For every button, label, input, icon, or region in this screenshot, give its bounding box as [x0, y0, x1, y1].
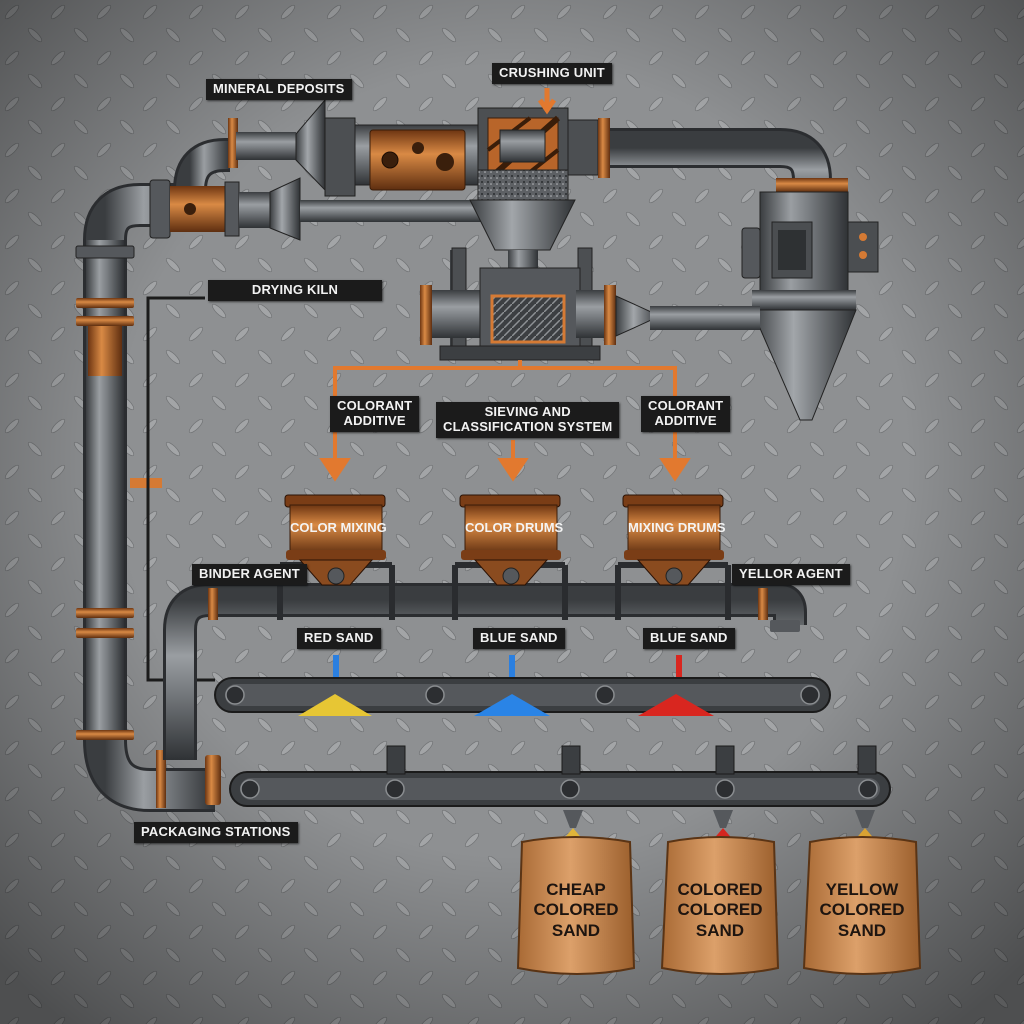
- left-main-pipe: [75, 183, 221, 812]
- label-crushing-unit: CRUSHING UNIT: [492, 63, 612, 84]
- binder-pipe: [163, 583, 807, 760]
- drum-label-3: MIXING DRUMS: [628, 520, 726, 535]
- label-yellow-agent: YELLOR AGENT: [732, 564, 850, 585]
- drying-kiln-body: [149, 177, 485, 241]
- sand-piles: [298, 694, 714, 716]
- sand-streams: [333, 655, 682, 695]
- drum-1: [284, 494, 386, 586]
- label-red-sand: RED SAND: [297, 628, 381, 649]
- sand-bags: [516, 836, 922, 975]
- lower-conveyor: [229, 745, 891, 807]
- sieving-machine: [420, 247, 760, 361]
- drum-label-1: COLOR MIXING: [290, 520, 387, 535]
- label-blue-sand-2: BLUE SAND: [643, 628, 735, 649]
- cyclone-separator: [741, 191, 879, 421]
- drum-2: [459, 494, 561, 586]
- drum-3: [622, 494, 724, 586]
- label-drying-kiln: DRYING KILN: [208, 280, 382, 301]
- crushing-unit: [324, 88, 610, 270]
- top-right-pipe: [610, 128, 848, 210]
- mixing-drums: [284, 494, 724, 586]
- drum-label-2: COLOR DRUMS: [465, 520, 564, 535]
- label-binder-agent: BINDER AGENT: [192, 564, 307, 585]
- label-packaging-stations: PACKAGING STATIONS: [134, 822, 298, 843]
- label-mineral-deposits: MINERAL DEPOSITS: [206, 79, 352, 100]
- label-blue-sand-1: BLUE SAND: [473, 628, 565, 649]
